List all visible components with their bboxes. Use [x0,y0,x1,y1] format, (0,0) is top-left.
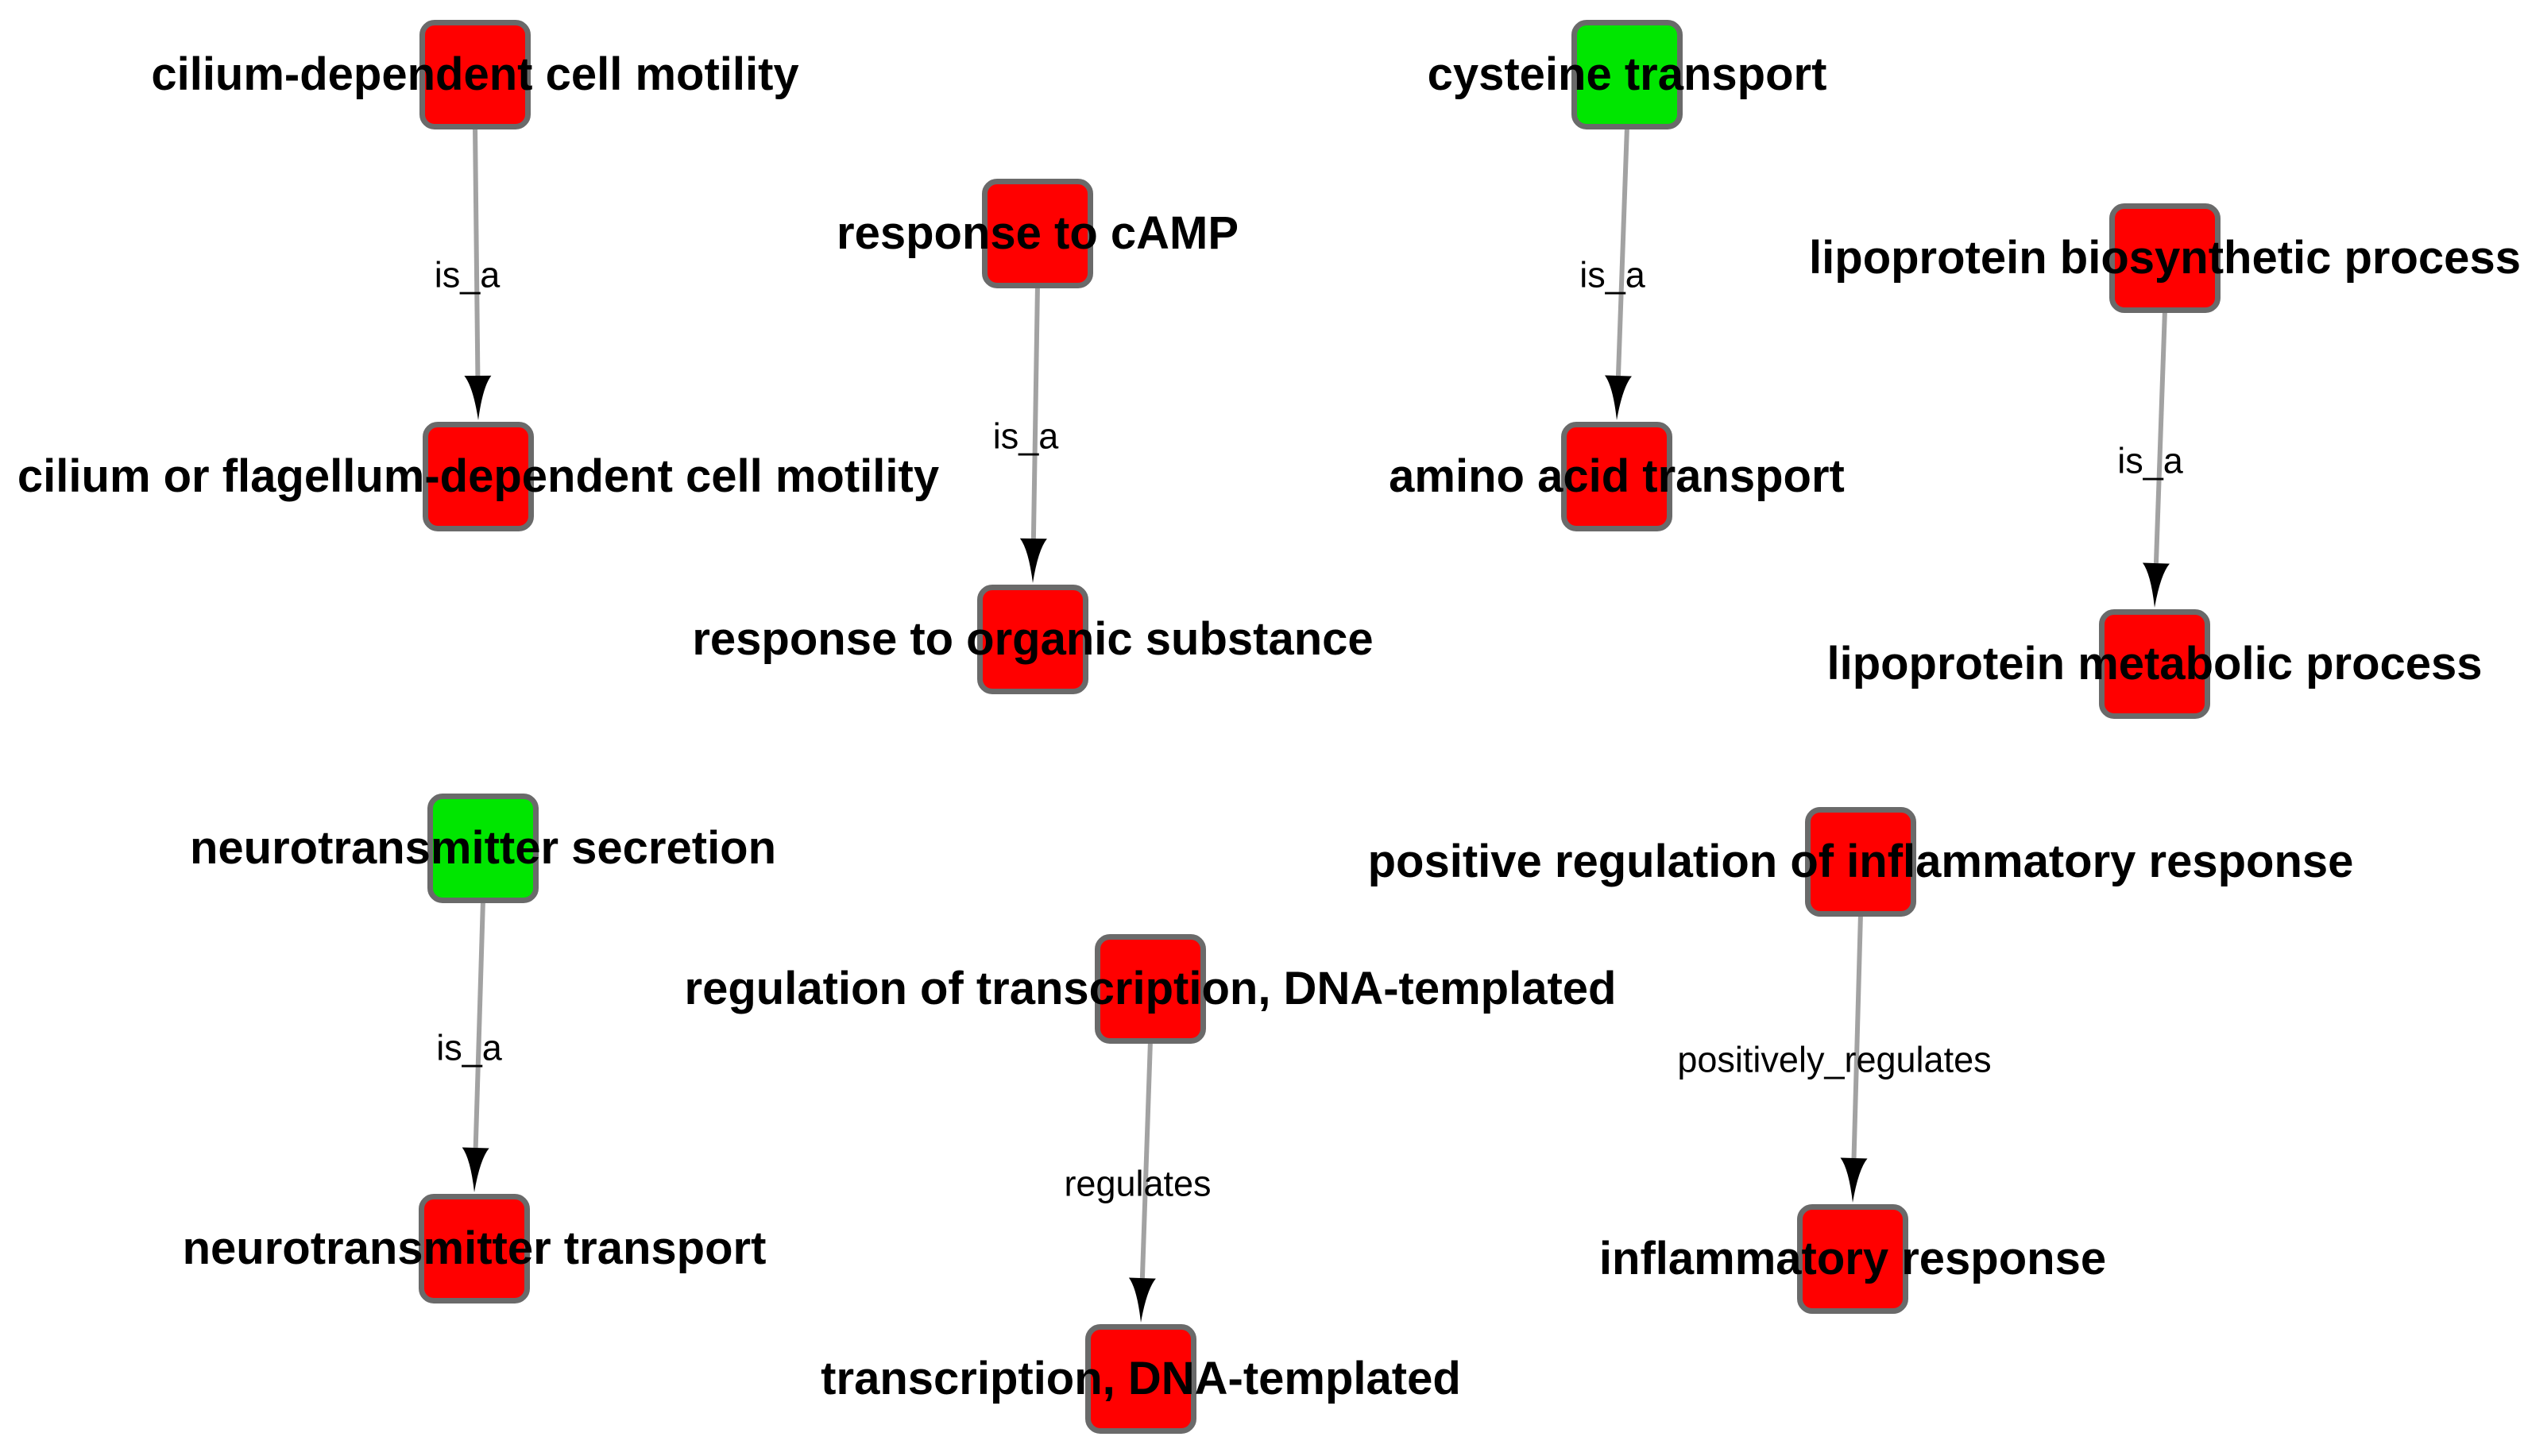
edge-label-positively_regulates: positively_regulates [1677,1039,1992,1080]
edge-line-is_a-0 [473,126,481,377]
node-transcription_DNA_templated[interactable] [1085,1324,1196,1434]
node-label-inflammatory_response: inflammatory response [1598,1233,2107,1284]
edge-line-is_a-3 [2153,309,2167,564]
node-amino_acid_transport[interactable] [1561,422,1672,531]
arrowhead-icon [462,1147,489,1192]
node-lipoprotein_biosynthetic_process[interactable] [2109,203,2221,313]
node-label-transcription_DNA_templated: transcription, DNA-templated [821,1353,1461,1404]
node-label-cysteine_transport: cysteine transport [1427,48,1827,100]
node-neurotransmitter_transport[interactable] [419,1194,530,1303]
node-label-lipoprotein_biosynthetic_process: lipoprotein biosynthetic process [1809,232,2521,284]
node-label-response_to_cAMP: response to cAMP [837,207,1239,259]
edge-label-is_a: is_a [2117,440,2183,481]
node-lipoprotein_metabolic_process[interactable] [2099,609,2210,719]
node-regulation_of_transcription_DNA_templated[interactable] [1095,934,1206,1044]
node-cysteine_transport[interactable] [1571,20,1683,129]
node-cilium_dependent_cell_motility[interactable] [419,20,531,129]
node-label-positive_regulation_of_inflammatory_response: positive regulation of inflammatory resp… [1367,836,2354,887]
node-label-lipoprotein_metabolic_process: lipoprotein metabolic process [1826,638,2483,689]
arrowhead-icon [1019,538,1047,583]
node-label-amino_acid_transport: amino acid transport [1389,450,1845,502]
node-inflammatory_response[interactable] [1797,1204,1908,1314]
edge-line-is_a-2 [1615,126,1629,377]
arrowhead-icon [1840,1157,1868,1203]
edge-line-is_a-4 [473,899,485,1149]
node-label-neurotransmitter_secretion: neurotransmitter secretion [189,822,777,874]
node-cilium_or_flagellum_dependent_cell_motility[interactable] [423,422,534,531]
node-response_to_organic_substance[interactable] [977,585,1088,694]
arrowhead-icon [1128,1277,1156,1323]
edge-label-is_a: is_a [992,415,1059,456]
node-positive_regulation_of_inflammatory_response[interactable] [1805,807,1916,917]
node-label-neurotransmitter_transport: neurotransmitter transport [182,1222,767,1274]
edge-line-is_a-1 [1030,284,1040,539]
edge-line-positively_regulates-6 [1851,913,1863,1159]
node-label-regulation_of_transcription_DNA_templated: regulation of transcription, DNA-templat… [684,963,1617,1014]
node-response_to_cAMP[interactable] [982,179,1093,288]
edge-label-is_a: is_a [436,1027,502,1068]
node-neurotransmitter_secretion[interactable] [427,794,539,903]
node-label-cilium_dependent_cell_motility: cilium-dependent cell motility [151,48,799,100]
arrowhead-icon [1604,375,1632,420]
arrowhead-icon [2142,562,2170,608]
edge-line-regulates-5 [1139,1040,1153,1279]
edge-label-is_a: is_a [1579,254,1645,295]
arrowhead-icon [464,375,492,420]
edge-label-is_a: is_a [434,254,501,295]
node-label-response_to_organic_substance: response to organic substance [692,613,1374,665]
node-label-cilium_or_flagellum_dependent_cell_motility: cilium or flagellum-dependent cell motil… [17,450,940,502]
edge-label-regulates: regulates [1064,1163,1212,1203]
